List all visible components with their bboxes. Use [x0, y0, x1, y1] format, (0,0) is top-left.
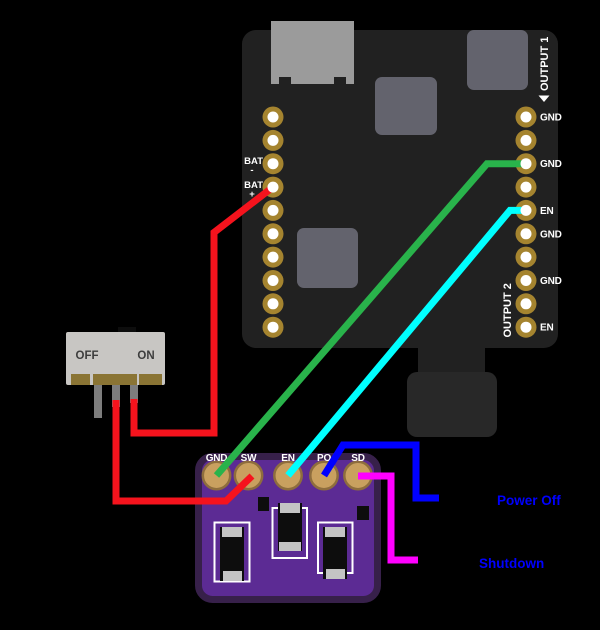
breakout-label-gnd: GND — [206, 453, 228, 464]
usb-connector-top — [271, 21, 354, 84]
output1-label: OUTPUT 1 — [539, 37, 551, 91]
silkscreen-left — [213, 521, 251, 583]
switch-notch — [118, 327, 136, 334]
switch-legs — [94, 385, 138, 418]
pin-label-en-2: EN — [540, 323, 554, 334]
chip-middle — [375, 77, 437, 135]
usb-connector-bottom — [407, 372, 497, 437]
wire-red-bat-to-switch — [130, 184, 276, 437]
shutdown-annotation: Shutdown — [479, 556, 544, 571]
breakout-label-sw: SW — [241, 453, 257, 464]
breakout-label-po: PO — [317, 453, 331, 464]
pin-label-gnd-2: GND — [540, 159, 562, 170]
output2-label: OUTPUT 2 — [502, 283, 514, 337]
pin-label-gnd-3: GND — [540, 229, 562, 240]
switch-leg-left — [94, 385, 102, 418]
wire-green-gnd — [213, 160, 526, 478]
wire-red-switch-to-sw — [112, 400, 255, 505]
breakout-label-sd: SD — [351, 453, 365, 464]
chips — [297, 30, 528, 288]
bat-plus-label: BAT — [244, 180, 263, 191]
switch-off-label: OFF — [76, 350, 99, 362]
switch-leg-middle — [112, 385, 120, 407]
wire-blue-po — [321, 441, 439, 502]
breakout-components — [213, 497, 369, 583]
power-off-annotation: Power Off — [497, 493, 561, 508]
pin-holes — [267, 111, 532, 333]
switch-body — [66, 332, 165, 385]
power-switch: OFF ON — [66, 327, 165, 418]
pin-label-gnd-1: GND — [540, 113, 562, 124]
wire-magenta-sd — [358, 472, 418, 564]
switch-solder-pads — [71, 374, 162, 385]
bat-minus-sign: - — [250, 165, 253, 176]
main-board: BAT - BAT + GND GND EN GND GND EN OUTPUT… — [242, 21, 562, 437]
output1-arrow-icon — [538, 95, 550, 102]
breakout-pin-labels: GND SW EN PO SD — [206, 453, 365, 464]
bat-plus-sign: + — [249, 189, 255, 200]
chip-top-right — [467, 30, 528, 90]
breakout-label-en: EN — [281, 453, 295, 464]
board-labels: BAT - BAT + GND GND EN GND GND EN OUTPUT… — [244, 37, 562, 338]
chip-lower-left — [297, 228, 358, 288]
pin-label-en-1: EN — [540, 206, 554, 217]
bat-minus-label: BAT — [244, 156, 263, 167]
switch-leg-right — [130, 385, 138, 403]
pin-label-gnd-4: GND — [540, 276, 562, 287]
switch-on-label: ON — [137, 350, 154, 362]
